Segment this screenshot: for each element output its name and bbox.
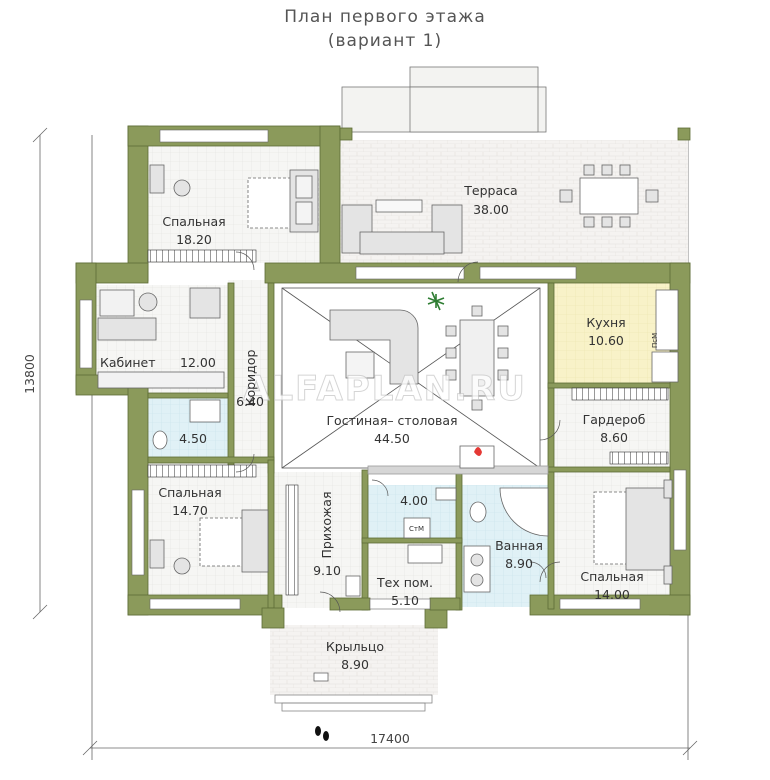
room-name-hallway: Прихожая bbox=[319, 492, 334, 559]
room-name-bedroom-2: Спальная bbox=[158, 485, 221, 500]
room-area-bathroom: 8.90 bbox=[505, 556, 533, 571]
windows bbox=[79, 129, 687, 610]
watermark: ALFAPLAN.RU bbox=[243, 369, 527, 409]
room-area-corridor: 6.40 bbox=[236, 394, 264, 409]
plan-subtitle: (вариант 1) bbox=[327, 31, 443, 51]
room-area-porch: 8.90 bbox=[341, 657, 369, 672]
room-area-bedroom-1: 18.20 bbox=[176, 232, 212, 247]
wardrobes bbox=[147, 249, 669, 596]
room-name-bedroom-1: Спальная bbox=[162, 214, 225, 229]
room-area-living: 44.50 bbox=[374, 431, 410, 446]
room-name-bathroom: Ванная bbox=[495, 538, 543, 553]
washer-label: СтМ bbox=[409, 525, 424, 533]
room-area-bedroom-3: 14.00 bbox=[594, 587, 630, 602]
room-name-living: Гостиная– столовая bbox=[326, 413, 457, 428]
room-area-study: 12.00 bbox=[180, 355, 216, 370]
room-area-kitchen: 10.60 bbox=[588, 333, 624, 348]
dishwasher-label: ПсМ bbox=[651, 333, 659, 348]
room-name-wardrobe: Гардероб bbox=[583, 412, 646, 427]
furniture bbox=[97, 164, 679, 682]
entrance-footsteps-icon bbox=[315, 726, 329, 741]
room-name-kitchen: Кухня bbox=[586, 315, 625, 330]
room-area-wardrobe: 8.60 bbox=[600, 430, 628, 445]
room-name-tech: Тех пом. bbox=[376, 575, 433, 590]
room-area-terrace: 38.00 bbox=[473, 202, 509, 217]
room-area-bedroom-2: 14.70 bbox=[172, 503, 208, 518]
room-name-study: Кабинет bbox=[100, 355, 156, 370]
room-labels: Терраса 38.00 Спальная 18.20 Кабинет 12.… bbox=[100, 183, 659, 672]
room-name-porch: Крыльцо bbox=[326, 639, 384, 654]
porch-steps bbox=[274, 694, 433, 712]
width-dimension: 17400 bbox=[370, 731, 410, 746]
terrace-steps bbox=[341, 66, 547, 133]
room-area-wc: 4.50 bbox=[179, 431, 207, 446]
room-area-laundry: 4.00 bbox=[400, 493, 428, 508]
room-name-bedroom-3: Спальная bbox=[580, 569, 643, 584]
room-name-terrace: Терраса bbox=[463, 183, 517, 198]
doors bbox=[235, 251, 561, 613]
room-name-corridor: Коридор bbox=[243, 350, 258, 407]
plant-icon bbox=[427, 291, 445, 311]
room-area-hallway: 9.10 bbox=[313, 563, 341, 578]
height-dimension: 13800 bbox=[22, 354, 37, 394]
room-area-tech: 5.10 bbox=[391, 593, 419, 608]
plan-title: План первого этажа bbox=[284, 7, 486, 27]
